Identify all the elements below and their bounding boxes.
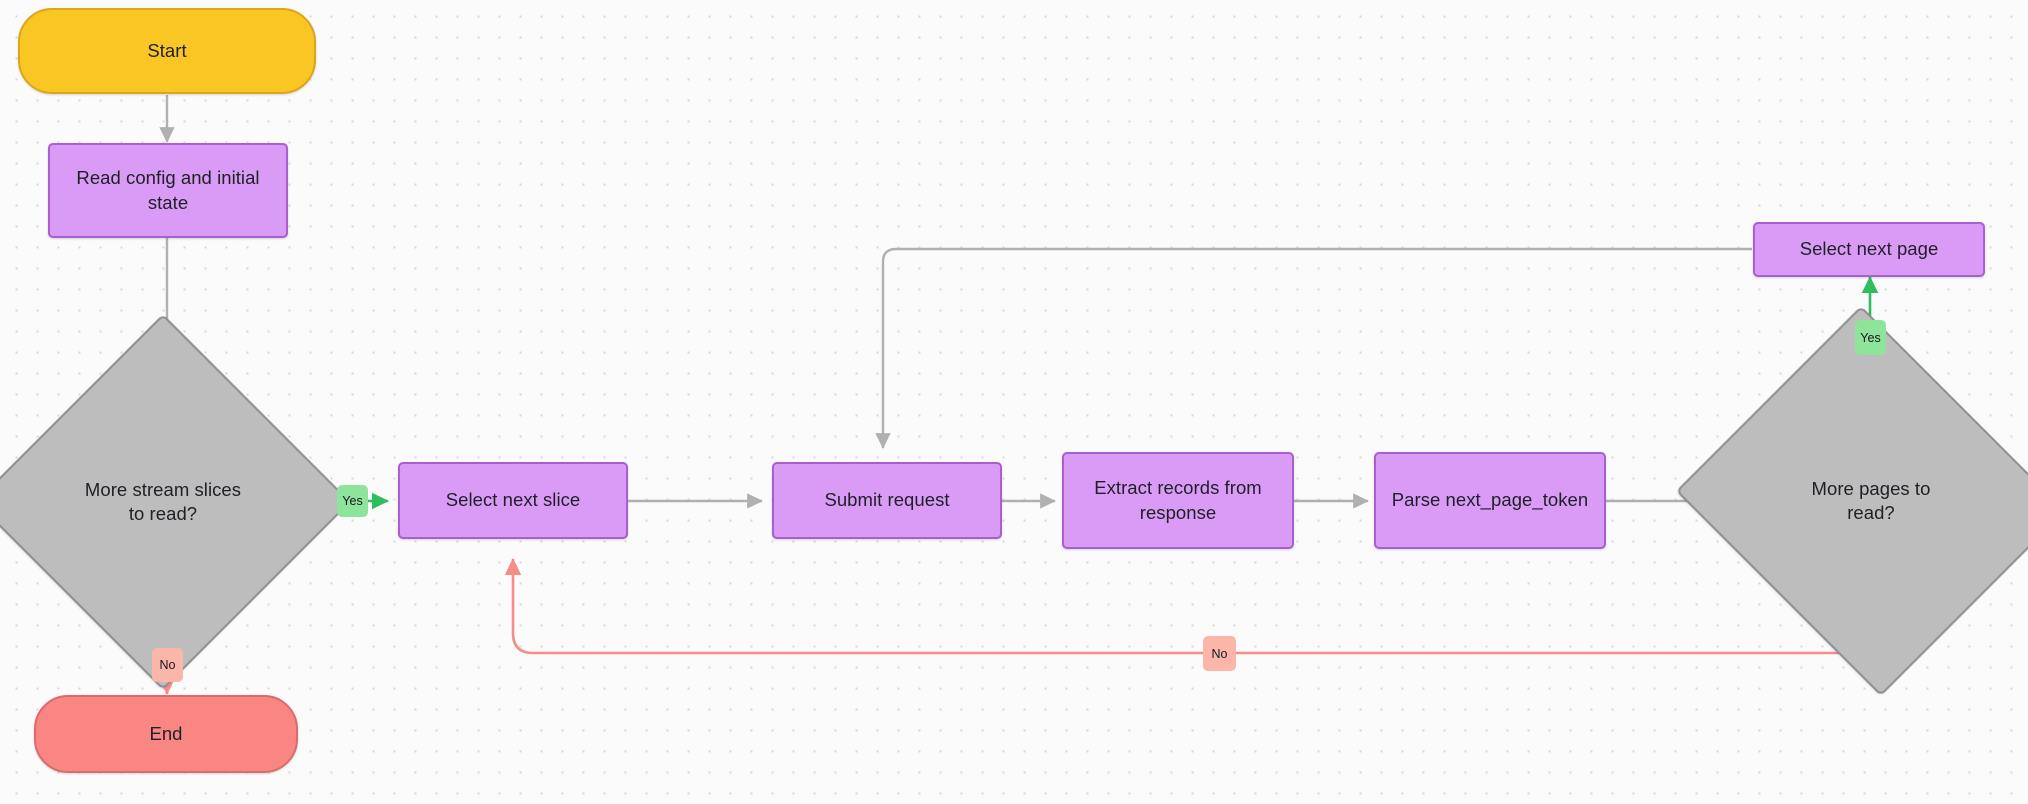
node-more-pages-to-read[interactable]: More pages to read? xyxy=(1675,305,2028,697)
node-end[interactable]: End xyxy=(34,695,298,773)
node-extract-records[interactable]: Extract records from response xyxy=(1062,452,1294,549)
edge-more-pages-no-loop-to-next-slice xyxy=(504,557,1872,655)
edge-label-text: Yes xyxy=(342,494,363,508)
node-end-label: End xyxy=(149,722,183,744)
node-select-next-slice-label: Select next slice xyxy=(445,489,581,511)
node-more-stream-slices-label: More stream slices to read? xyxy=(84,478,242,524)
edge-label-text: No xyxy=(159,658,176,672)
node-parse-next-page-token[interactable]: Parse next_page_token xyxy=(1374,452,1606,549)
node-more-pages-to-read-label: More pages to read? xyxy=(1811,477,1931,523)
node-start-label: Start xyxy=(147,39,187,61)
edge-label-more-slices-yes: Yes xyxy=(337,485,368,517)
node-select-next-slice[interactable]: Select next slice xyxy=(398,462,628,539)
node-read-config[interactable]: Read config and initial state xyxy=(48,143,288,238)
node-extract-records-label: Extract records from response xyxy=(1094,477,1262,523)
edge-label-more-pages-no: No xyxy=(1203,636,1236,671)
edge-label-text: Yes xyxy=(1860,330,1881,345)
node-read-config-label: Read config and initial state xyxy=(76,167,260,213)
node-select-next-page[interactable]: Select next page xyxy=(1753,222,1985,277)
node-more-stream-slices[interactable]: More stream slices to read? xyxy=(0,313,352,691)
node-submit-request-label: Submit request xyxy=(824,489,950,511)
edge-next-page-loop-to-submit xyxy=(875,247,1752,449)
edge-label-more-slices-no: No xyxy=(152,648,183,682)
node-select-next-page-label: Select next page xyxy=(1799,238,1939,260)
edge-label-more-pages-yes: Yes xyxy=(1855,320,1886,355)
node-parse-next-page-token-label: Parse next_page_token xyxy=(1391,489,1589,511)
edge-label-text: No xyxy=(1211,646,1228,661)
node-submit-request[interactable]: Submit request xyxy=(772,462,1002,539)
node-start[interactable]: Start xyxy=(18,8,316,94)
